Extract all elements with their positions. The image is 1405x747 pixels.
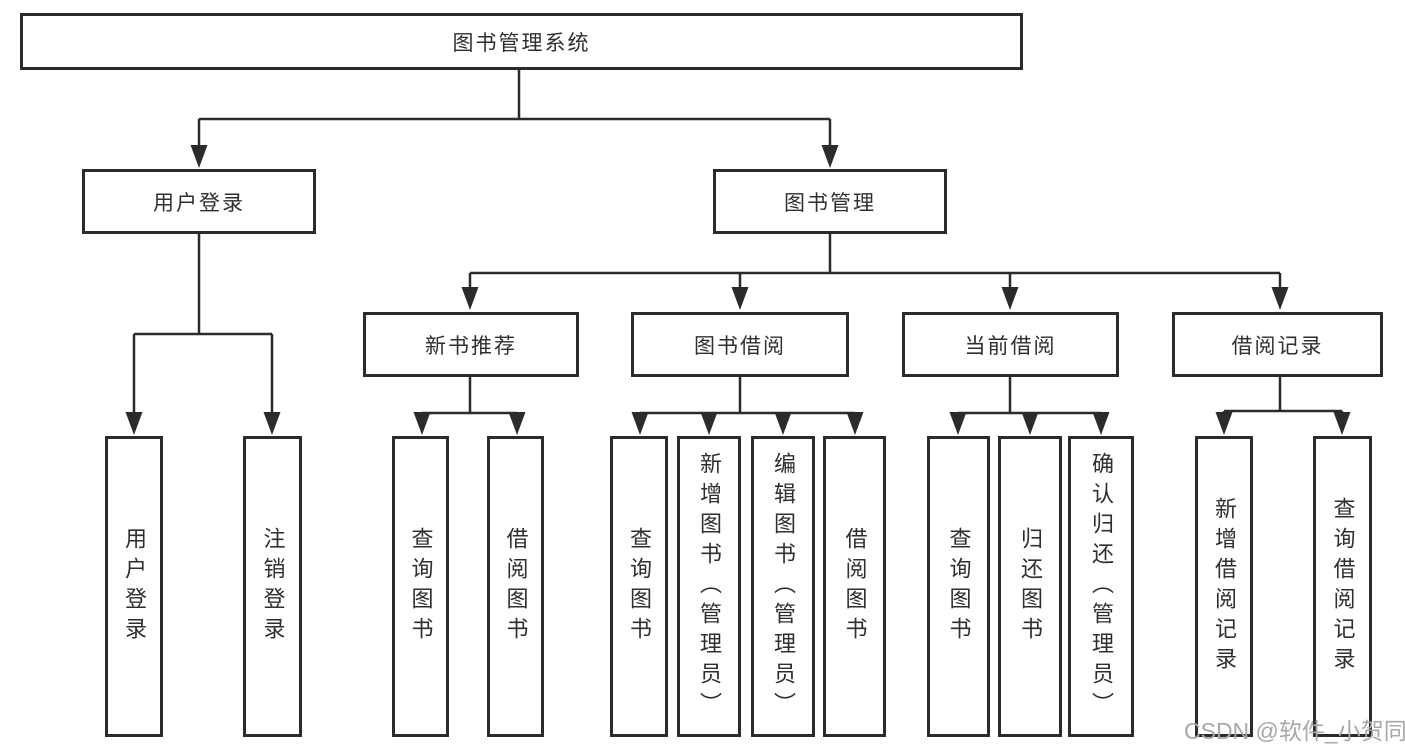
- node-library-management-system: 图书管理系统: [20, 13, 1023, 70]
- node-label: 新增借阅记录: [1212, 496, 1237, 677]
- node-query-borrow-record: 查询借阅记录: [1313, 436, 1372, 737]
- node-add-borrow-record: 新增借阅记录: [1195, 436, 1253, 737]
- node-label: 用户登录: [122, 526, 147, 647]
- node-label: 查询图书: [946, 526, 972, 647]
- node-user-login: 用户登录: [82, 169, 316, 234]
- node-label: 注销登录: [260, 526, 286, 647]
- node-new-book-recommendation: 新书推荐: [363, 312, 579, 377]
- node-query-books-recommend: 查询图书: [392, 436, 449, 737]
- node-user-login-action: 用户登录: [105, 436, 163, 737]
- node-label: 确认归还（管理员）: [1089, 451, 1114, 722]
- watermark-text: CSDN @软件_小贺同学: [1184, 718, 1405, 744]
- node-label: 查询图书: [627, 526, 652, 647]
- node-label: 借阅记录: [1231, 334, 1324, 358]
- node-query-books-borrowing: 查询图书: [610, 436, 668, 737]
- node-label: 查询图书: [408, 526, 434, 647]
- node-label: 编辑图书（管理员）: [771, 451, 796, 722]
- node-label: 新增图书（管理员）: [697, 451, 722, 722]
- node-label: 图书管理: [784, 191, 876, 215]
- node-current-borrowing: 当前借阅: [902, 312, 1119, 377]
- node-add-books-admin: 新增图书（管理员）: [677, 436, 741, 737]
- node-label: 图书管理系统: [452, 31, 591, 55]
- node-label: 用户登录: [153, 191, 245, 215]
- node-logout-action: 注销登录: [243, 436, 302, 737]
- node-label: 新书推荐: [425, 334, 517, 358]
- node-query-books-current: 查询图书: [927, 436, 990, 737]
- node-edit-books-admin: 编辑图书（管理员）: [751, 436, 815, 737]
- node-confirm-return-admin: 确认归还（管理员）: [1068, 436, 1134, 737]
- node-return-books: 归还图书: [998, 436, 1062, 737]
- node-book-borrowing: 图书借阅: [631, 312, 849, 377]
- node-label: 借阅图书: [503, 526, 529, 647]
- node-label: 图书借阅: [694, 334, 786, 358]
- node-label: 查询借阅记录: [1330, 496, 1356, 677]
- node-borrowing-records: 借阅记录: [1172, 312, 1383, 377]
- node-label: 当前借阅: [964, 334, 1057, 358]
- node-label: 借阅图书: [842, 526, 868, 647]
- node-book-management: 图书管理: [713, 169, 947, 234]
- node-label: 归还图书: [1018, 526, 1043, 647]
- node-borrow-books-borrowing: 借阅图书: [823, 436, 886, 737]
- node-borrow-books-recommend: 借阅图书: [487, 436, 544, 737]
